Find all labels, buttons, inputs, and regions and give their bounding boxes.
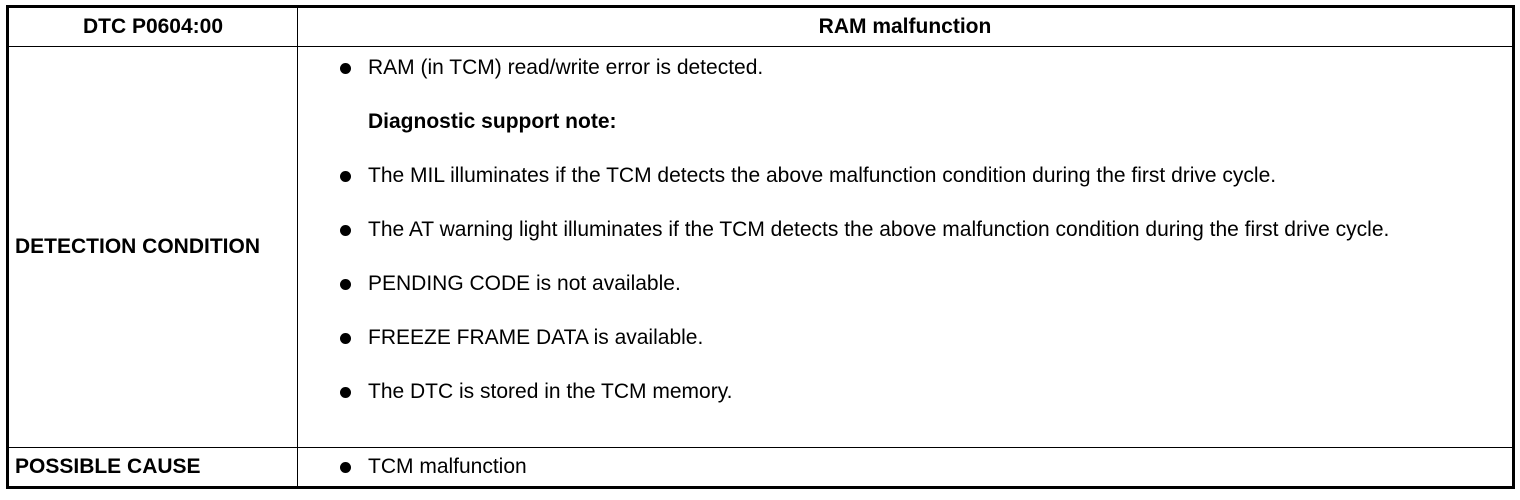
diagnostic-note-heading: Diagnostic support note:	[368, 110, 617, 133]
list-item: RAM (in TCM) read/write error is detecte…	[298, 53, 1512, 83]
possible-cause-label: POSSIBLE CAUSE	[7, 447, 298, 488]
bullet-icon	[340, 63, 351, 74]
list-item: The AT warning light illuminates if the …	[298, 215, 1512, 245]
dtc-table-wrapper: DTC P0604:00 RAM malfunction DETECTION C…	[6, 5, 1515, 489]
table-header-row: DTC P0604:00 RAM malfunction	[7, 6, 1514, 47]
possible-cause-row: POSSIBLE CAUSE TCM malfunction	[7, 447, 1514, 488]
list-item-text: The AT warning light illuminates if the …	[368, 218, 1390, 241]
list-item-text: FREEZE FRAME DATA is available.	[368, 326, 704, 349]
detection-condition-row: DETECTION CONDITION RAM (in TCM) read/wr…	[7, 46, 1514, 448]
detection-condition-label: DETECTION CONDITION	[7, 46, 298, 448]
list-item-text: RAM (in TCM) read/write error is detecte…	[368, 56, 764, 79]
possible-cause-content: TCM malfunction	[297, 447, 1514, 488]
dtc-table: DTC P0604:00 RAM malfunction DETECTION C…	[6, 5, 1515, 489]
detection-condition-content: RAM (in TCM) read/write error is detecte…	[297, 46, 1514, 448]
dtc-title: RAM malfunction	[297, 6, 1514, 47]
bullet-icon	[340, 279, 351, 290]
bullet-icon	[340, 387, 351, 398]
bullet-icon	[340, 171, 351, 182]
dtc-code: DTC P0604:00	[7, 6, 298, 47]
list-item: The DTC is stored in the TCM memory.	[298, 377, 1512, 407]
list-item: FREEZE FRAME DATA is available.	[298, 323, 1512, 353]
list-item: TCM malfunction	[298, 452, 1512, 482]
list-item-text: The DTC is stored in the TCM memory.	[368, 380, 733, 403]
bullet-icon	[340, 225, 351, 236]
list-item-text: The MIL illuminates if the TCM detects t…	[368, 164, 1277, 187]
bullet-icon	[340, 333, 351, 344]
list-item: PENDING CODE is not available.	[298, 269, 1512, 299]
bullet-icon	[340, 462, 351, 473]
list-item: The MIL illuminates if the TCM detects t…	[298, 161, 1512, 191]
list-item-text: TCM malfunction	[368, 455, 527, 478]
list-item-text: PENDING CODE is not available.	[368, 272, 681, 295]
